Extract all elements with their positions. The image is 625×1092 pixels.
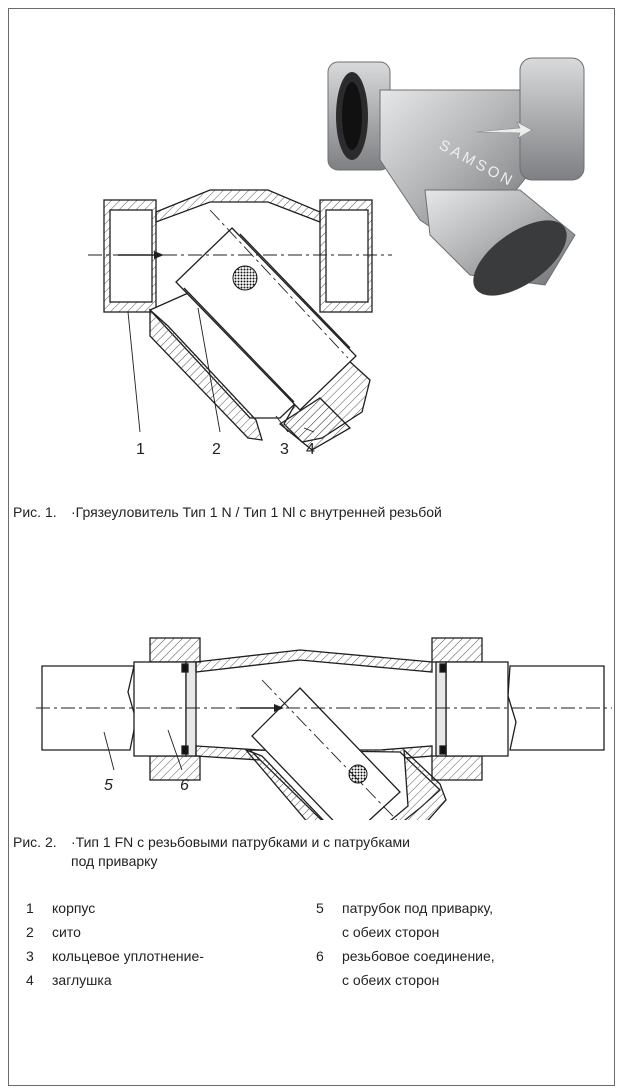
legend-item-5-cont: с обеих сторон	[342, 922, 439, 943]
legend-number: 6	[316, 948, 324, 964]
legend-number: 4	[26, 972, 34, 988]
figure-2-caption: Рис. 2. ·Тип 1 FN с резьбовыми патрубками…	[13, 833, 613, 871]
figure-1-caption-text: ·Грязеуловитель Тип 1 N / Тип 1 Nl с вну…	[71, 504, 442, 520]
figure-1-caption: Рис. 1. ·Грязеуловитель Тип 1 N / Тип 1 N…	[13, 503, 613, 522]
legend-number: 2	[26, 924, 34, 940]
figure-2-drawing: 5 6	[36, 637, 612, 820]
callout-2: 2	[212, 441, 221, 458]
legend-item-3: 3 кольцевое уплотнение-	[26, 946, 204, 967]
strainer-photo: SAMSON	[327, 57, 585, 296]
legend-text: с обеих сторон	[342, 972, 440, 988]
legend-item-1: 1 корпус	[26, 898, 95, 919]
page-frame	[8, 8, 615, 1086]
legend-item-4: 4 заглушка	[26, 970, 112, 991]
legend-text: резьбовое соединение,	[342, 948, 495, 964]
figure-2-caption-number: Рис. 2.	[13, 834, 57, 850]
legend-text: сито	[52, 924, 81, 940]
figure-2-caption-line-1: ·Тип 1 FN с резьбовыми патрубками и с па…	[71, 834, 410, 850]
figure-2-caption-line-2: под приварку	[71, 853, 158, 869]
callout-3: 3	[280, 441, 289, 458]
legend-text: корпус	[52, 900, 96, 916]
figure-1: SAMSON	[0, 40, 625, 470]
legend-item-5: 5 патрубок под приварку,	[316, 898, 493, 919]
legend-text: заглушка	[52, 972, 112, 988]
callout-5: 5	[104, 777, 113, 794]
callout-4: 4	[306, 441, 315, 458]
strainer-section-drawing	[88, 189, 392, 451]
legend-item-6: 6 резьбовое соединение,	[316, 946, 495, 967]
callout-1: 1	[136, 441, 145, 458]
legend-text: патрубок под приварку,	[342, 900, 494, 916]
legend-text: с обеих сторон	[342, 924, 440, 940]
legend-number: 5	[316, 900, 324, 916]
legend-text: кольцевое уплотнение-	[52, 948, 204, 964]
callout-6: 6	[180, 777, 189, 794]
legend-number: 1	[26, 900, 34, 916]
legend-number: 3	[26, 948, 34, 964]
legend-item-2: 2 сито	[26, 922, 81, 943]
parts-legend: 1 корпус 2 сито 3 кольцевое уплотнение- 4 за…	[26, 898, 606, 1068]
legend-item-6-cont: с обеих сторон	[342, 970, 439, 991]
figure-2: 5 6	[0, 600, 625, 820]
figure-1-caption-number: Рис. 1.	[13, 504, 57, 520]
figure-1-drawing: SAMSON	[88, 57, 585, 458]
